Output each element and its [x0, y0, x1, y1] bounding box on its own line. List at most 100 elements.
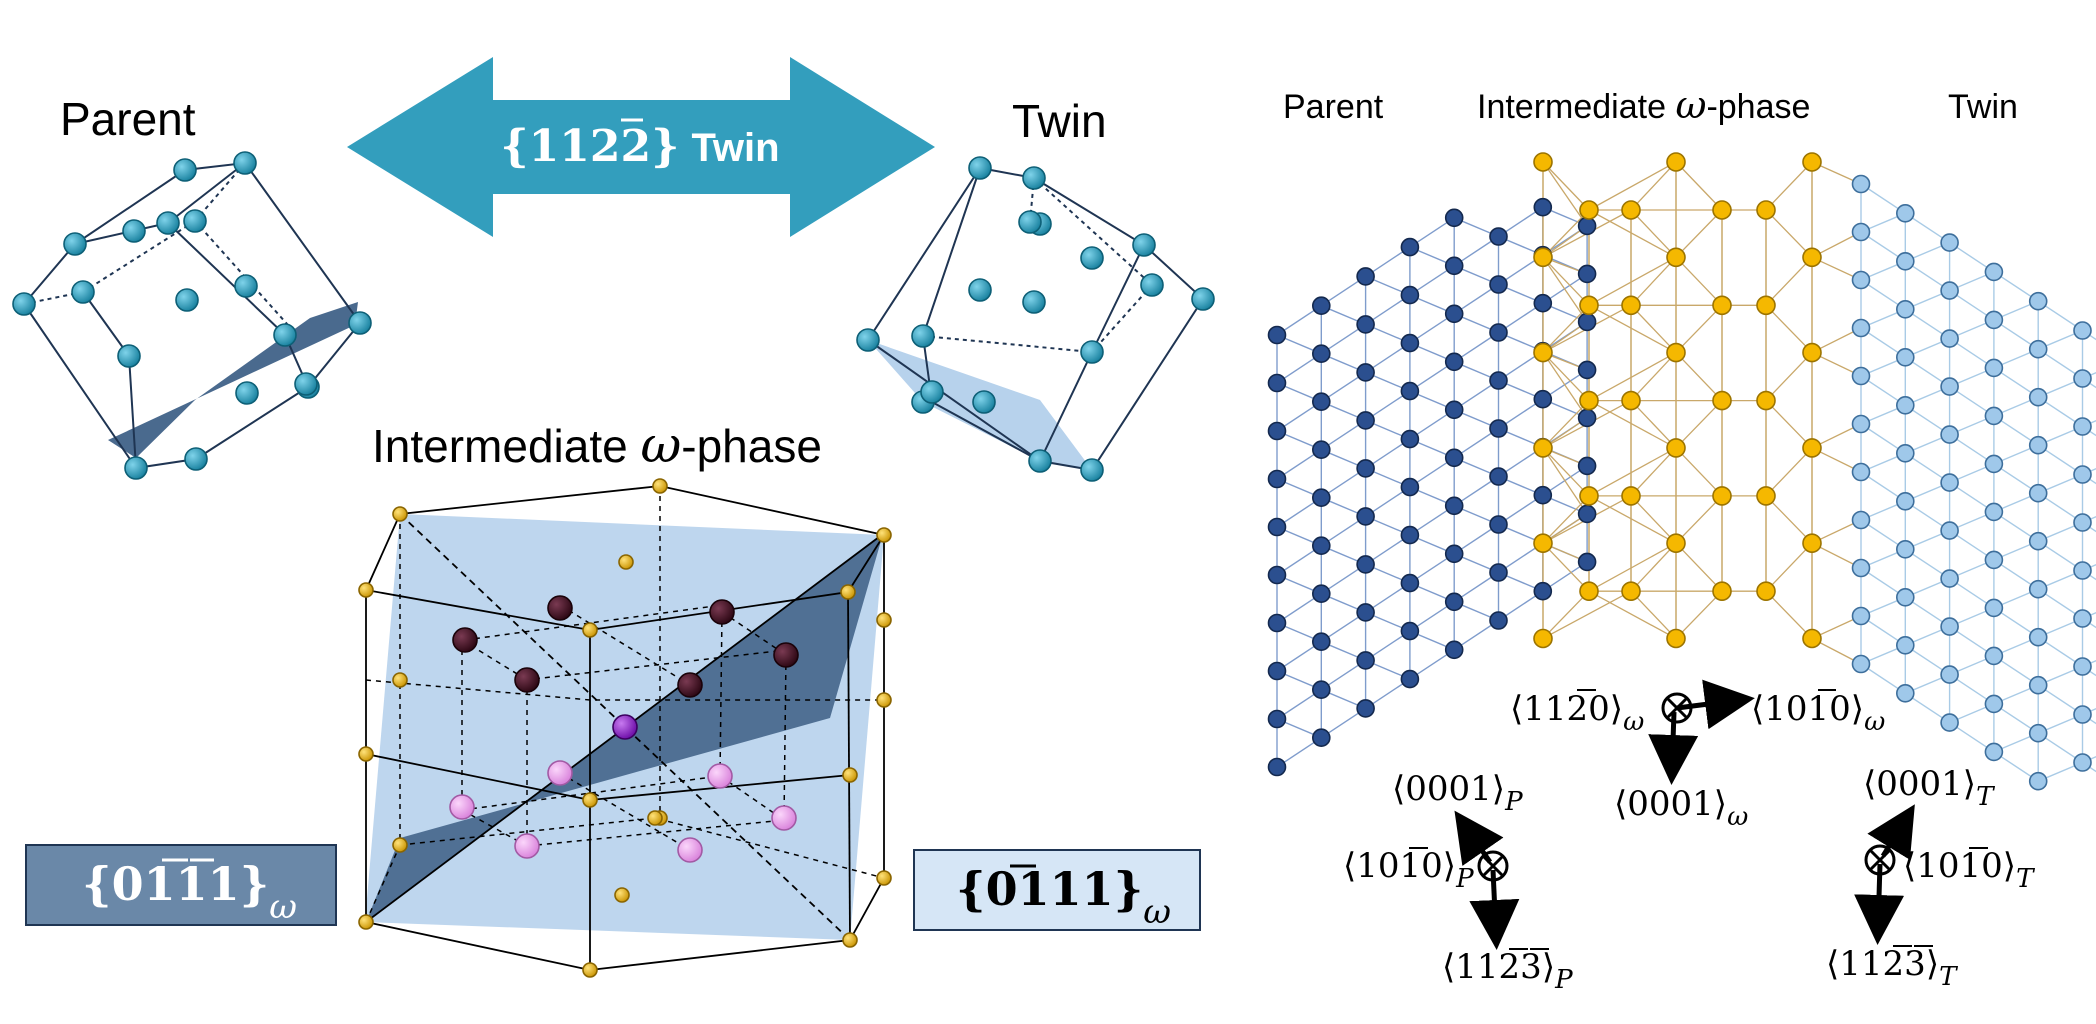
omega-lattice-atom: [1533, 247, 1553, 268]
omega-bond: [1630, 256, 1677, 306]
parent-lattice-atom: [1489, 515, 1508, 534]
omega-bond: [1675, 256, 1723, 306]
parent-atom: [117, 344, 141, 368]
twin-lattice-atom: [1940, 569, 1959, 588]
twin-title: Twin: [1012, 95, 1107, 147]
twin-lattice-atom: [2073, 417, 2092, 436]
twin-lattice-atom: [1851, 366, 1871, 386]
parent-lattice-atom: [1577, 360, 1597, 380]
omega-gold-atom: [582, 622, 598, 638]
omega-lattice-atom: [1621, 390, 1641, 411]
parent-atom: [184, 447, 208, 471]
omega-bond: [1630, 400, 1677, 449]
omega-pink-atom: [677, 837, 703, 863]
omega-bond: [1588, 209, 1677, 258]
omega-bond: [1588, 256, 1677, 306]
twin-atom: [856, 328, 880, 352]
omega-bond: [1765, 256, 1813, 306]
twin-lattice-atom: [1851, 270, 1871, 290]
twin-atom: [1080, 458, 1104, 482]
parent-lattice-atom: [1400, 621, 1420, 641]
twin-lattice-atom: [1984, 598, 2004, 618]
parent-lattice-atom: [1489, 371, 1508, 390]
omega-bond: [1765, 400, 1813, 449]
twin-lattice-atom: [2028, 723, 2048, 743]
omega-gold-atom: [652, 478, 668, 494]
omega-bond: [1542, 590, 1590, 639]
omega-gold-atom: [842, 767, 858, 783]
parent-axis-triad: ⟨0001⟩P ⟨1010⟩P ⟨1123⟩P: [1343, 769, 1573, 995]
parent-lattice-atom: [1356, 315, 1375, 334]
omega-lattice-atom: [1802, 152, 1822, 172]
omega-lattice-atom: [1666, 438, 1686, 458]
parent-lattice-atom: [1489, 323, 1508, 342]
twin-atom: [1080, 246, 1104, 270]
omega-pink-atom: [771, 805, 797, 831]
parent-lattice-atom: [1400, 477, 1420, 497]
twin-lattice-atom: [2073, 705, 2092, 724]
twin-atom: [972, 390, 996, 414]
omega-pink-atom: [707, 763, 733, 789]
parent-lattice-atom: [1356, 555, 1375, 574]
twin-lattice-atom: [2028, 771, 2048, 791]
omega-gold-atom: [392, 672, 408, 688]
omega-bond: [1765, 304, 1813, 354]
parent-atom: [71, 280, 95, 304]
parent-lattice-atom: [1312, 296, 1331, 316]
omega-lattice-atom: [1802, 342, 1822, 363]
parent-lattice-atom: [1577, 504, 1597, 524]
parent-lattice-atom: [1533, 197, 1553, 217]
omega-lattice-atom: [1756, 200, 1776, 220]
parent-lattice-atom: [1400, 429, 1420, 449]
omega-lattice-atom: [1756, 390, 1776, 411]
twin-lattice-atom: [2028, 627, 2048, 647]
parent-unit-cell: [23, 161, 362, 470]
omega-lattice-atom: [1579, 486, 1599, 506]
omega-gold-atom: [358, 746, 374, 762]
omega-lattice-atom: [1579, 581, 1599, 602]
right-omega-label: Intermediate ω-phase: [1477, 83, 1810, 127]
omega-lattice-atom: [1802, 628, 1822, 649]
parent-lattice-atom: [1489, 227, 1508, 246]
parent-atom: [348, 311, 372, 335]
omega-lattice-atom: [1802, 533, 1822, 554]
twin-lattice-atom: [1940, 281, 1959, 300]
parent-lattice-atom: [1533, 389, 1553, 409]
parent-lattice-atom: [1267, 613, 1287, 633]
parent-lattice-atom: [1356, 507, 1375, 526]
omega-bond: [1542, 590, 1632, 640]
parent-lattice-atom: [1267, 565, 1287, 585]
twin-lattice-atom: [1896, 587, 1915, 607]
omega-lattice-atom: [1621, 200, 1641, 220]
parent-lattice-atom: [1267, 661, 1287, 681]
twin-axis-up-label: ⟨0001⟩T: [1863, 764, 1995, 812]
omega-lattice-atom: [1712, 390, 1732, 411]
omega-lattice-atom: [1533, 533, 1553, 554]
parent-lattice-atom: [1489, 611, 1508, 630]
parent-lattice-atom: [1400, 237, 1420, 257]
twin-lattice-atom: [2073, 561, 2092, 580]
parent-atom: [173, 158, 197, 182]
twin-atom: [1028, 449, 1052, 473]
parent-atom: [12, 292, 36, 316]
omega-bond: [1588, 161, 1677, 211]
omega-bond: [1630, 209, 1677, 258]
twin-lattice-atom: [2028, 483, 2048, 503]
omega-bond: [1542, 161, 1590, 211]
twin-double-arrow: {1122}Twin: [347, 57, 935, 237]
twin-lattice-atom: [1984, 262, 2004, 282]
omega-lattice-atom: [1579, 390, 1599, 411]
omega-lattice-atom: [1756, 295, 1776, 316]
twin-lattice-atom: [2073, 513, 2092, 532]
omega-lattice-atom: [1666, 628, 1686, 649]
omega-gold-atom: [876, 870, 892, 886]
parent-atom: [294, 372, 318, 396]
omega-bond: [1588, 495, 1677, 544]
twin-lattice-atom: [1896, 299, 1915, 319]
twin-lattice-atom: [1896, 491, 1915, 511]
omega-gold-atom: [876, 527, 892, 543]
parent-atom: [234, 274, 258, 298]
parent-lattice-atom: [1444, 304, 1464, 324]
twin-lattice-atom: [1851, 222, 1871, 242]
